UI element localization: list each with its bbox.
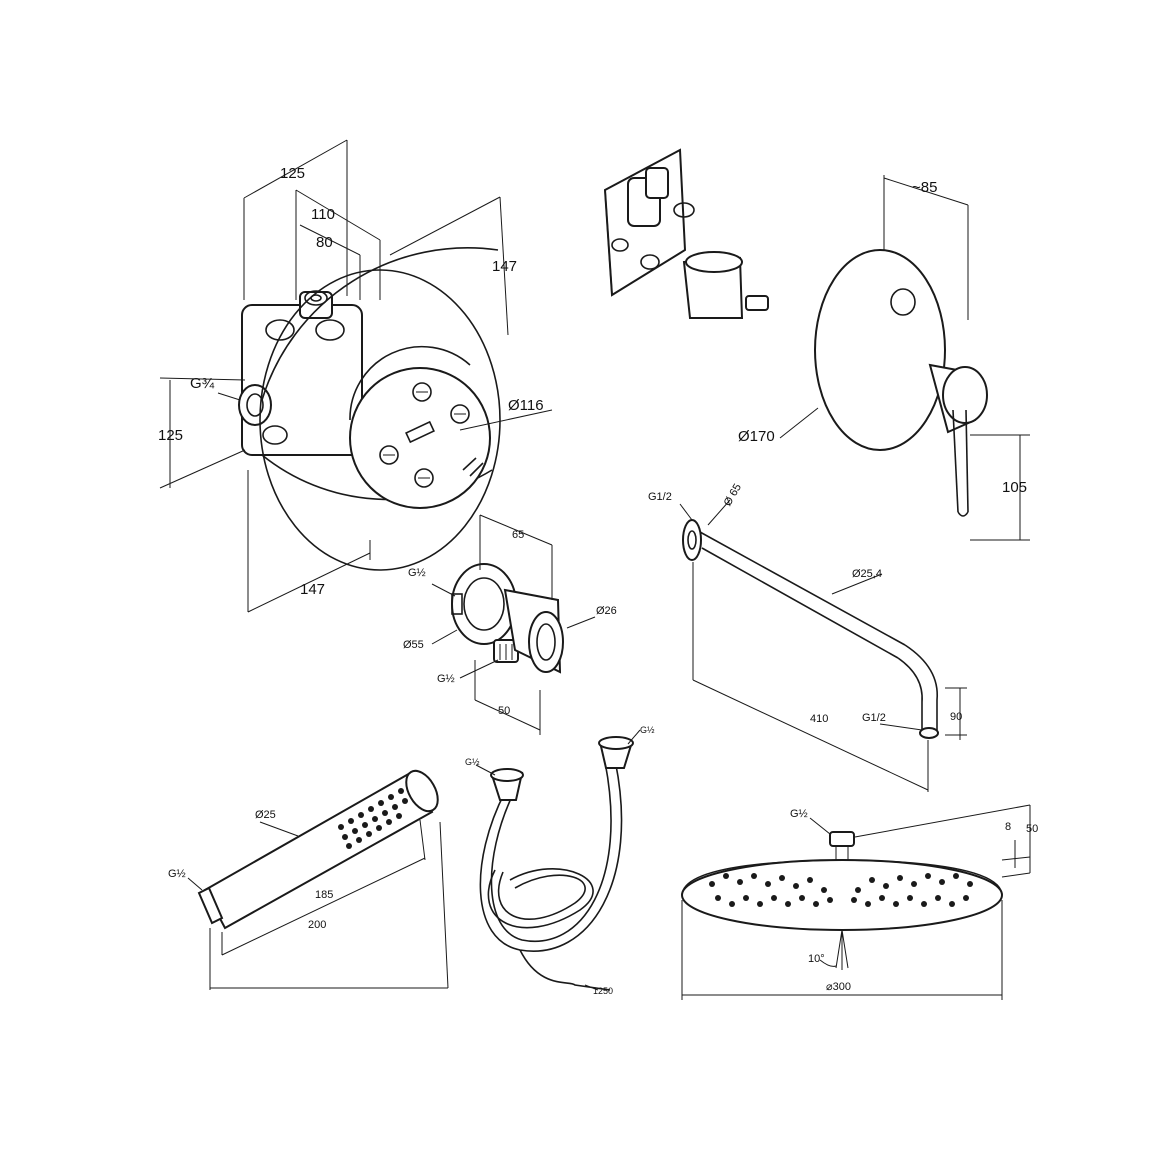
hose-dim-g12-right: G½ — [640, 725, 655, 735]
hand-shower-nozzles — [338, 788, 408, 849]
trim-plate-hole — [890, 288, 916, 316]
hose-dim-g12-left: G½ — [465, 757, 480, 767]
outlet-dim-55: Ø55 — [403, 639, 424, 651]
overhead-dim-300: ⌀300 — [826, 981, 851, 993]
overhead-shower-drawing: G½ 8 50 10° ⌀300 — [681, 804, 1038, 1000]
arm-dim-65: Ø 65 — [722, 482, 744, 509]
hose-loop-outer — [479, 759, 623, 952]
mixer-cartridge-view — [603, 148, 769, 319]
hand-shower-body — [203, 770, 434, 930]
hose-dim-1250: 1250 — [593, 986, 613, 996]
trim-dim-105: 105 — [1002, 479, 1027, 496]
trim-plate-drawing: ~85 Ø170 105 — [738, 175, 1030, 541]
mixer-dim-116: Ø116 — [508, 397, 544, 414]
mixer-dim-147-depth: 147 — [492, 258, 517, 275]
overhead-dim-10deg: 10° — [808, 953, 825, 965]
arm-dim-90: 90 — [950, 711, 962, 723]
hand-shower-head — [405, 769, 439, 813]
outlet-dim-65: 65 — [512, 529, 524, 541]
overhead-dim-g12: G½ — [790, 808, 808, 820]
arm-dim-g12-wall: G1/2 — [648, 491, 672, 503]
overhead-shower-face — [681, 859, 1003, 931]
mixer-side-connector — [238, 384, 272, 426]
mixer-dim-80: 80 — [316, 234, 333, 251]
wall-outlet-drawing: 65 G½ Ø55 Ø26 G½ 50 — [403, 514, 617, 735]
outlet-dim-g12-top: G½ — [408, 567, 426, 579]
mixer-dim-110: 110 — [311, 206, 335, 223]
mixer-body-drawing: 125 110 80 147 G¾ 125 Ø116 147 — [158, 139, 553, 613]
trim-lever-handle — [957, 511, 969, 517]
shower-arm-flange — [682, 519, 702, 561]
mixer-dim-125-height: 125 — [158, 427, 183, 444]
overhead-shower-connector — [829, 831, 855, 847]
arm-dim-410: 410 — [810, 713, 828, 725]
overhead-dim-8: 8 — [1005, 821, 1011, 833]
shower-arm-outlet — [919, 727, 939, 739]
outlet-dim-26: Ø26 — [596, 605, 617, 617]
arm-dim-254: Ø25,4 — [852, 568, 882, 580]
hand-dim-185: 185 — [315, 889, 333, 901]
overhead-shower-nozzles — [709, 873, 973, 907]
hose-drawing: G½ G½ 1250 — [465, 725, 655, 996]
hand-shower-thread — [197, 886, 224, 925]
shower-arm-drawing: G1/2 Ø 65 Ø25,4 410 G1/2 90 — [648, 482, 967, 792]
mixer-dim-g34: G¾ — [190, 375, 215, 392]
trim-plate — [814, 249, 946, 451]
hand-dim-25: Ø25 — [255, 809, 276, 821]
hand-dim-g12: G½ — [168, 868, 186, 880]
hand-dim-200: 200 — [308, 919, 326, 931]
outlet-dim-50: 50 — [498, 705, 510, 717]
trim-dim-85: ~85 — [912, 179, 937, 196]
outlet-dim-g12-bottom: G½ — [437, 673, 455, 685]
wall-outlet-holder — [528, 611, 564, 673]
overhead-dim-50: 50 — [1026, 823, 1038, 835]
arm-dim-g12-end: G1/2 — [862, 712, 886, 724]
mixer-dim-147-width: 147 — [300, 581, 325, 598]
hand-shower-drawing: Ø25 G½ 185 200 — [168, 769, 449, 990]
trim-dim-170: Ø170 — [738, 428, 775, 445]
mixer-dim-125: 125 — [280, 165, 305, 182]
